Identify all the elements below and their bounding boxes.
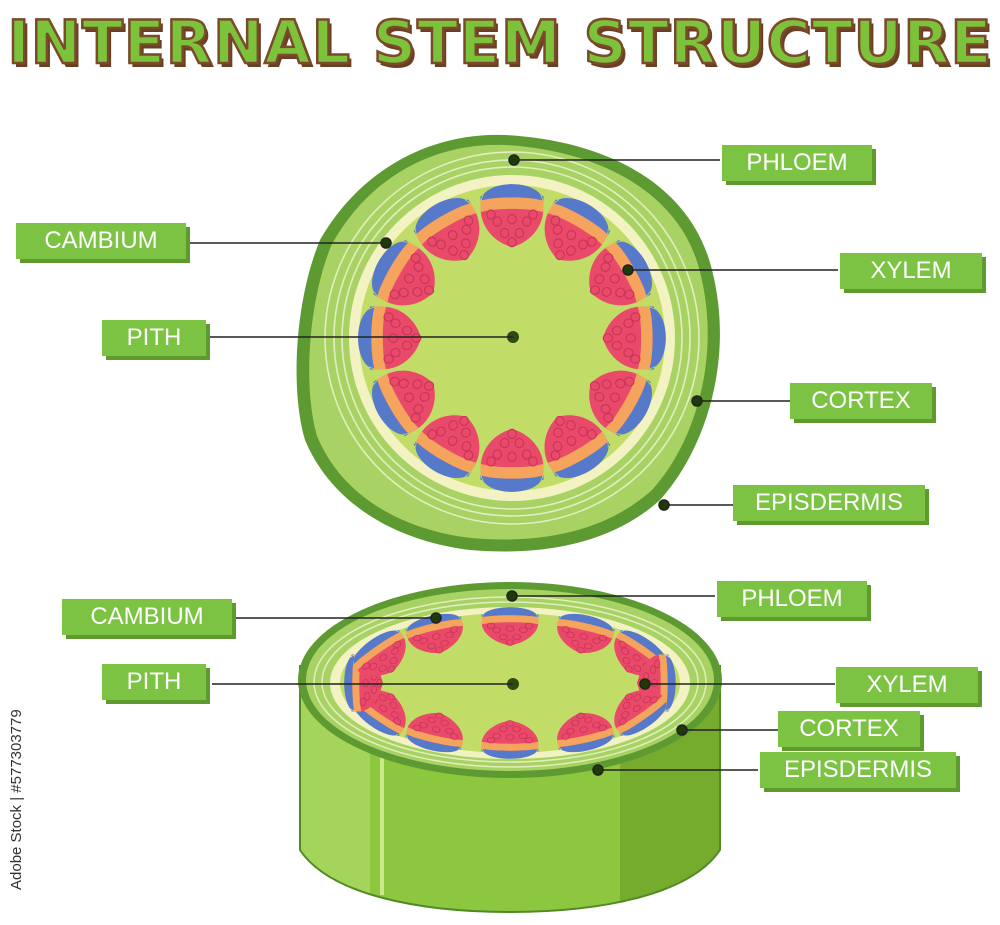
top-bundle-10	[358, 306, 422, 370]
label-bottom-xylem: XYLEM	[836, 667, 978, 703]
bottom-bundle-1	[481, 607, 539, 646]
label-bottom-cortex: CORTEX	[778, 711, 920, 747]
stock-watermark: Adobe Stock | #577303779	[8, 709, 25, 890]
label-top-cambium: CAMBIUM	[16, 223, 186, 259]
xylem-pointer-dot-2	[639, 678, 651, 690]
top-cross-section	[296, 134, 720, 552]
label-bottom-phloem: PHLOEM	[717, 581, 867, 617]
bottom-bundle-2	[556, 613, 615, 654]
xylem-pointer-dot	[622, 264, 634, 276]
label-top-pith: PITH	[102, 320, 206, 356]
label-top-epidermis: EPISDERMIS	[733, 485, 925, 521]
top-bundle-11	[372, 239, 435, 306]
top-bundle-1	[480, 184, 544, 248]
bottom-bundle-6	[556, 712, 615, 753]
label-top-xylem: XYLEM	[840, 253, 982, 289]
epidermis-pointer-dot	[658, 499, 670, 511]
stem-outline	[299, 665, 721, 914]
top-vascular-bundles	[358, 184, 666, 492]
top-cortex-rings	[324, 151, 700, 525]
label-top-cortex: CORTEX	[790, 383, 932, 419]
bottom-stem-3d	[298, 582, 722, 914]
bottom-bundle-5	[614, 689, 669, 737]
top-bundle-8	[413, 415, 480, 478]
bottom-bundle-7	[481, 720, 539, 759]
phloem-pointer-dot-2	[506, 590, 518, 602]
bottom-bundle-11	[351, 629, 406, 677]
bottom-bundle-8	[405, 712, 464, 753]
label-bottom-epidermis: EPISDERMIS	[760, 752, 956, 788]
top-bundle-2	[544, 198, 611, 261]
top-bundle-5	[589, 370, 652, 437]
label-top-phloem: PHLOEM	[722, 145, 872, 181]
top-bundle-7	[480, 428, 544, 492]
bottom-vascular-bundles	[344, 607, 676, 759]
cambium-pointer-dot-2	[430, 612, 442, 624]
top-bundle-12	[413, 198, 480, 261]
top-bundle-9	[372, 370, 435, 437]
cambium-pointer-dot	[380, 237, 392, 249]
label-bottom-pith: PITH	[102, 664, 206, 700]
phloem-pointer-dot	[508, 154, 520, 166]
bottom-leader-lines	[212, 590, 835, 776]
cortex-pointer-dot	[691, 395, 703, 407]
top-bundle-4	[602, 306, 666, 370]
top-leader-lines	[190, 154, 838, 511]
cortex-pointer-dot-2	[676, 724, 688, 736]
diagram-title: INTERNAL STEM STRUCTURE	[6, 7, 993, 80]
label-bottom-cambium: CAMBIUM	[62, 599, 232, 635]
top-bundle-6	[544, 415, 611, 478]
epidermis-pointer-dot-2	[592, 764, 604, 776]
